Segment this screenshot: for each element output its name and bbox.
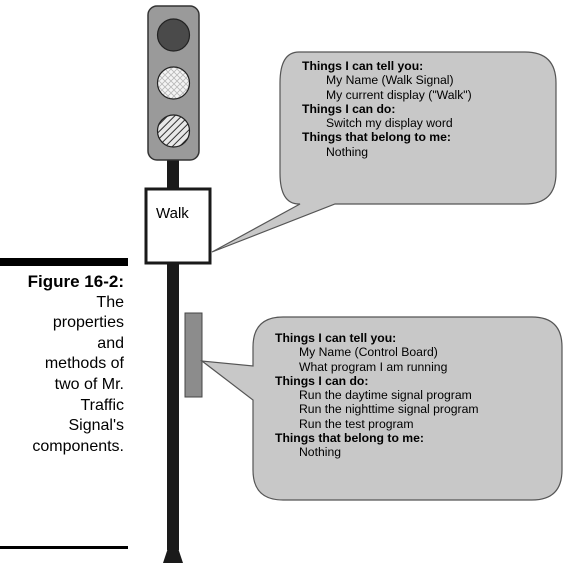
section-item: Nothing	[299, 445, 342, 460]
walk-display-text: Walk	[156, 205, 189, 222]
caption-line: two of Mr.	[54, 375, 124, 393]
section-item: What program I am running	[299, 359, 448, 374]
callout-walk-signal	[211, 51, 557, 253]
caption-line: and	[97, 334, 124, 352]
section-heading: Things that belong to me:	[302, 130, 451, 145]
pole-base	[163, 548, 183, 563]
callout-control-board	[199, 316, 563, 501]
section-item: Run the daytime signal program	[299, 388, 472, 403]
section-heading: Things I can tell you:	[302, 59, 424, 73]
caption-line: The	[96, 293, 124, 311]
section-item: Run the test program	[299, 416, 414, 431]
section-item: My Name (Walk Signal)	[326, 73, 454, 88]
caption-line: properties	[52, 314, 124, 332]
green-light	[156, 114, 191, 148]
callout-walk-signal-text: Things I can tell you: My Name (Walk Sig…	[302, 59, 472, 159]
caption-line: methods of	[44, 355, 124, 373]
caption-top-rule	[0, 258, 128, 266]
section-heading: Things that belong to me:	[275, 431, 424, 446]
caption-line: components.	[32, 437, 124, 455]
figure-caption: Figure 16-2: The properties and methods …	[0, 272, 124, 457]
section-heading: Things I can do:	[302, 101, 396, 116]
caption-line: Traffic	[80, 396, 124, 414]
section-item: Run the nighttime signal program	[299, 402, 479, 417]
caption-bottom-rule	[0, 546, 128, 549]
caption-line: Signal's	[68, 417, 124, 435]
section-item: Nothing	[326, 144, 369, 159]
section-item: My Name (Control Board)	[299, 345, 438, 360]
section-heading: Things I can tell you:	[275, 331, 397, 345]
walk-signal-box	[144, 187, 212, 265]
section-item: My current display ("Walk")	[326, 87, 472, 102]
section-item: Switch my display word	[326, 116, 453, 131]
callout-control-board-text: Things I can tell you: My Name (Control …	[275, 331, 479, 460]
figure-label: Figure 16-2:	[27, 272, 124, 291]
section-heading: Things I can do:	[275, 373, 369, 388]
control-board	[184, 312, 203, 398]
red-light	[156, 18, 191, 52]
yellow-light	[156, 66, 191, 100]
